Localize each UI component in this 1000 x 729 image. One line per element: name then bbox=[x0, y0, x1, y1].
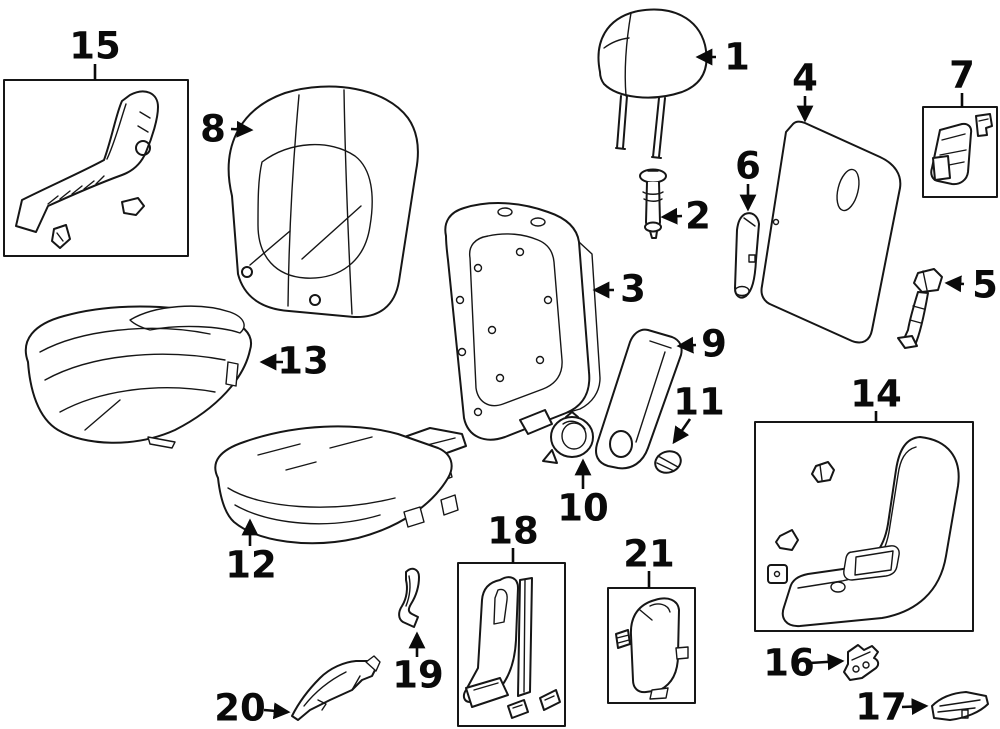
callout-7[interactable]: 7 bbox=[949, 54, 975, 108]
part-6-trim-cap-drawing bbox=[734, 212, 760, 299]
callout-1-number[interactable]: 1 bbox=[724, 36, 750, 79]
part-14-side-trim-panel-kit-drawing bbox=[754, 421, 974, 632]
callout-16-number[interactable]: 16 bbox=[763, 642, 815, 685]
callout-3-number[interactable]: 3 bbox=[620, 268, 646, 311]
part-16-bracket-drawing bbox=[843, 644, 880, 681]
callout-3[interactable]: 3 bbox=[592, 268, 646, 311]
callout-4-number[interactable]: 4 bbox=[792, 57, 818, 100]
callout-8-number[interactable]: 8 bbox=[200, 108, 226, 151]
callout-13-number[interactable]: 13 bbox=[277, 340, 329, 383]
part-15-recliner-cover-kit-drawing bbox=[3, 79, 189, 257]
part-10-bushing-drawing bbox=[542, 411, 594, 464]
callout-21-number[interactable]: 21 bbox=[623, 533, 675, 576]
callout-11[interactable]: 11 bbox=[672, 381, 725, 445]
callout-12[interactable]: 12 bbox=[225, 518, 277, 587]
callout-4[interactable]: 4 bbox=[792, 57, 818, 123]
part-21-side-cover-kit-drawing bbox=[607, 587, 696, 704]
callout-1[interactable]: 1 bbox=[695, 36, 750, 79]
callout-9[interactable]: 9 bbox=[676, 323, 727, 366]
callout-18-number[interactable]: 18 bbox=[487, 510, 539, 553]
part-1-headrest-drawing bbox=[597, 8, 708, 159]
callout-16[interactable]: 16 bbox=[763, 642, 845, 685]
callout-20-number[interactable]: 20 bbox=[214, 687, 266, 729]
part-2-headrest-guide-drawing bbox=[639, 168, 667, 239]
callout-13[interactable]: 13 bbox=[259, 340, 329, 383]
callout-6-number[interactable]: 6 bbox=[735, 145, 761, 188]
part-3-seat-back-pad-drawing bbox=[444, 202, 601, 441]
callout-9-number[interactable]: 9 bbox=[701, 323, 727, 366]
callout-6[interactable]: 6 bbox=[735, 145, 761, 212]
part-12-cushion-pad-drawing bbox=[214, 425, 467, 545]
callout-14-number[interactable]: 14 bbox=[850, 373, 902, 416]
callout-10[interactable]: 10 bbox=[557, 458, 609, 530]
callout-15-number[interactable]: 15 bbox=[69, 25, 121, 68]
callout-12-number[interactable]: 12 bbox=[225, 544, 277, 587]
part-11-cap-drawing bbox=[654, 450, 682, 474]
callout-15[interactable]: 15 bbox=[69, 25, 121, 81]
callout-2-number[interactable]: 2 bbox=[685, 195, 711, 238]
callout-17[interactable]: 17 bbox=[855, 686, 929, 729]
callout-5-number[interactable]: 5 bbox=[972, 264, 998, 307]
part-8-seat-back-cover-drawing bbox=[227, 85, 419, 319]
part-7-latch-kit-drawing bbox=[922, 106, 998, 198]
part-9-armrest-drawing bbox=[595, 328, 683, 470]
callout-5[interactable]: 5 bbox=[944, 264, 998, 307]
part-19-link-bracket-drawing bbox=[398, 567, 420, 628]
callout-2[interactable]: 2 bbox=[660, 195, 711, 238]
part-4-seat-back-board-drawing bbox=[760, 120, 902, 344]
callout-8[interactable]: 8 bbox=[200, 108, 254, 151]
callout-17-number[interactable]: 17 bbox=[855, 686, 907, 729]
callout-19[interactable]: 19 bbox=[392, 631, 444, 697]
callout-14[interactable]: 14 bbox=[850, 373, 902, 423]
callout-7-number[interactable]: 7 bbox=[949, 54, 975, 97]
part-13-cushion-cover-drawing bbox=[24, 305, 253, 449]
callout-11-number[interactable]: 11 bbox=[673, 381, 725, 424]
part-18-center-cover-kit-drawing bbox=[457, 562, 566, 727]
callout-19-number[interactable]: 19 bbox=[392, 654, 444, 697]
callout-21[interactable]: 21 bbox=[623, 533, 675, 589]
callout-20[interactable]: 20 bbox=[214, 687, 291, 729]
callout-10-number[interactable]: 10 bbox=[557, 487, 609, 530]
part-17-end-cover-drawing bbox=[931, 691, 989, 721]
part-20-support-bracket-drawing bbox=[291, 655, 381, 721]
part-5-lock-bracket-drawing bbox=[897, 268, 943, 349]
callout-18[interactable]: 18 bbox=[487, 510, 539, 564]
